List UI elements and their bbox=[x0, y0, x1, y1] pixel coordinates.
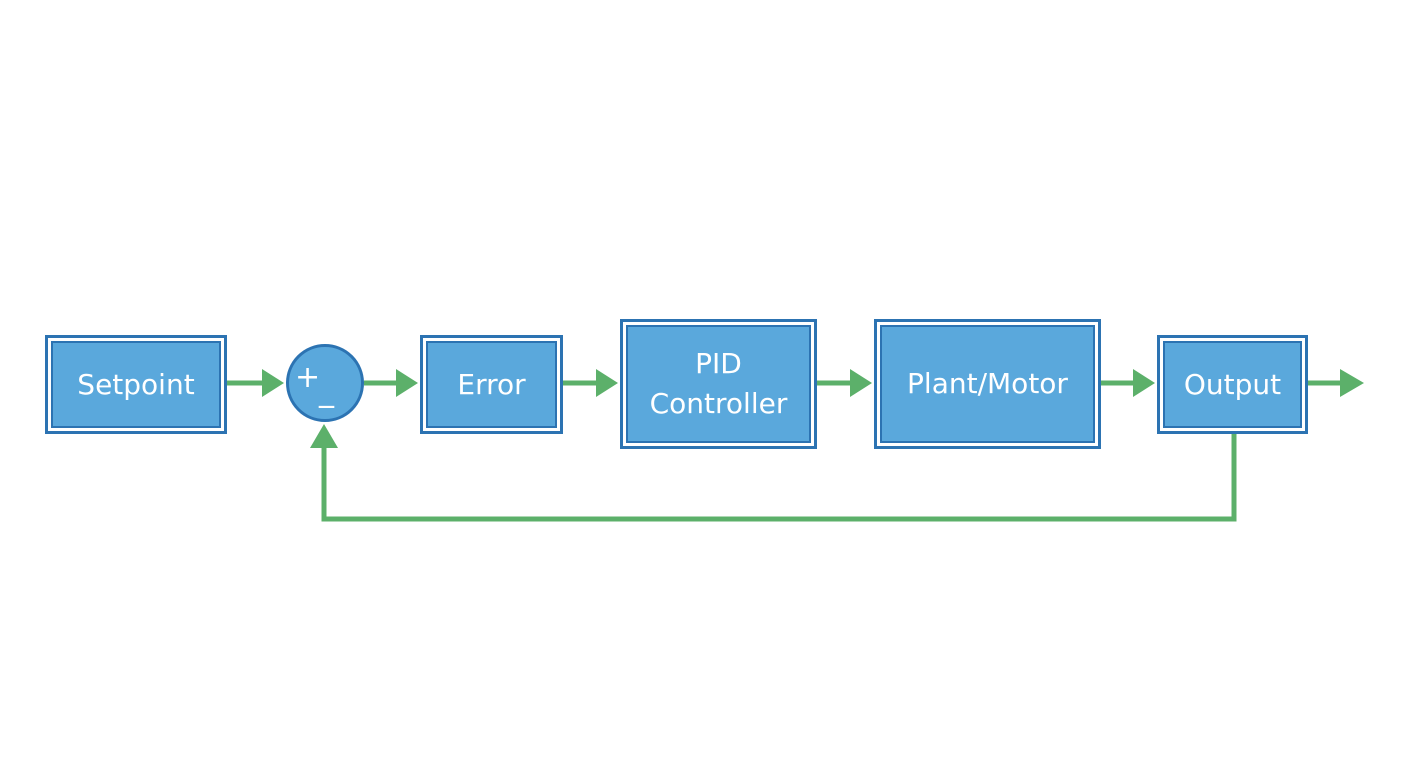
error-block: Error bbox=[420, 335, 563, 434]
output-block: Output bbox=[1157, 335, 1308, 434]
feedback-path bbox=[321, 434, 1237, 522]
plus-sign: + bbox=[295, 360, 321, 395]
arrowhead-to-pid bbox=[596, 369, 618, 397]
plant-label: Plant/Motor bbox=[907, 367, 1068, 400]
minus-sign: _ bbox=[319, 374, 334, 409]
setpoint-label: Setpoint bbox=[77, 367, 195, 401]
arrowhead-output-out bbox=[1340, 369, 1364, 397]
arrowhead-to-sum bbox=[262, 369, 284, 397]
summing-junction: + _ bbox=[286, 344, 364, 422]
error-label: Error bbox=[457, 367, 526, 401]
arrowhead-to-plant bbox=[850, 369, 872, 397]
pid-controller-block: PID Controller bbox=[620, 319, 817, 449]
plant-motor-block: Plant/Motor bbox=[874, 319, 1101, 449]
output-label: Output bbox=[1183, 367, 1282, 401]
setpoint-block: Setpoint bbox=[45, 335, 227, 434]
pid-label-line2: Controller bbox=[649, 387, 788, 420]
arrowhead-to-output bbox=[1133, 369, 1155, 397]
arrowhead-to-error bbox=[396, 369, 418, 397]
pid-label-line1: PID bbox=[695, 347, 742, 380]
arrowhead-feedback-to-sum bbox=[310, 424, 338, 448]
